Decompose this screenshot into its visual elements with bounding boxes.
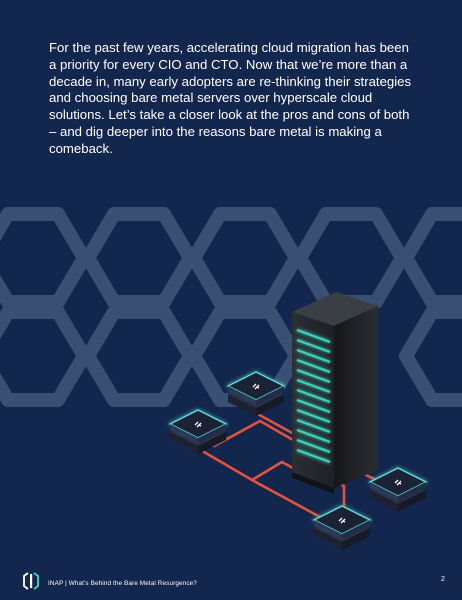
server-node-icon bbox=[226, 371, 286, 416]
footer-text: INAP | What’s Behind the Bare Metal Resu… bbox=[48, 580, 197, 587]
server-rack-icon bbox=[292, 292, 378, 494]
inap-logo-icon bbox=[23, 572, 39, 590]
hexagon-pattern-icon bbox=[0, 207, 462, 407]
server-node-icon bbox=[312, 505, 372, 550]
intro-paragraph: For the past few years, accelerating clo… bbox=[49, 40, 412, 156]
server-node-icon bbox=[368, 467, 428, 512]
server-node-icon bbox=[168, 409, 228, 454]
page-number: 2 bbox=[441, 576, 445, 583]
